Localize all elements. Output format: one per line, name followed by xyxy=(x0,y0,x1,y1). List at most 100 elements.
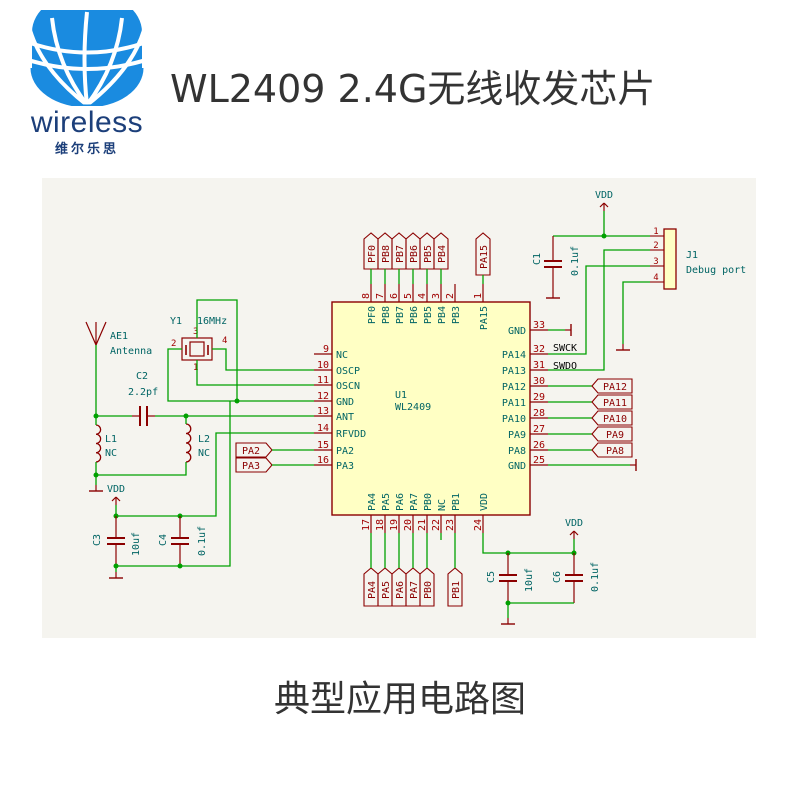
c5-value: 10uf xyxy=(524,568,535,592)
net-label-tag xyxy=(405,567,421,607)
vdd-label: VDD xyxy=(107,484,125,495)
net-label: PF0 xyxy=(367,245,378,263)
net-label-tag xyxy=(591,442,633,458)
c4-value: 0.1uf xyxy=(197,526,208,556)
vdd-symbol xyxy=(599,202,605,208)
wire xyxy=(212,348,314,371)
junction-dot xyxy=(177,563,183,569)
net-label: PB6 xyxy=(409,245,420,263)
pin-name: OSCP xyxy=(336,366,360,377)
pin-name: PA14 xyxy=(502,350,526,361)
pin-name: PA15 xyxy=(479,306,490,330)
brand-logo: wireless 维尔乐思 xyxy=(22,0,152,157)
net-label-tag xyxy=(391,567,407,607)
pin-name: PA4 xyxy=(367,493,378,511)
net-label-tag xyxy=(591,426,633,442)
pin-name: PA5 xyxy=(381,493,392,511)
l2-value: NC xyxy=(198,448,210,459)
logo-chinese-name: 维尔乐思 xyxy=(54,142,119,157)
pin-name: GND xyxy=(336,397,354,408)
net-label: PB5 xyxy=(423,245,434,263)
pin-number: 32 xyxy=(533,344,545,355)
schematic-diagram: U1WL24099NC10OSCP11OSCN12GND13ANT14RFVDD… xyxy=(42,178,756,638)
pin-name: PA9 xyxy=(508,430,526,441)
pin-name: PB5 xyxy=(423,306,434,324)
pin-name: PF0 xyxy=(367,306,378,324)
pin-number: 3 xyxy=(431,293,442,299)
pin-number: 15 xyxy=(317,440,329,451)
pin-number: 20 xyxy=(403,519,414,531)
connector-ref: J1 xyxy=(686,250,698,261)
pin-name: PB6 xyxy=(409,306,420,324)
junction-dot xyxy=(505,600,511,606)
vdd-symbol xyxy=(603,202,609,208)
net-label-tag xyxy=(447,567,463,607)
pin-name: NC xyxy=(437,499,448,511)
net-label: PA9 xyxy=(606,430,624,441)
net-label: PA10 xyxy=(603,414,627,425)
pin-name: PA13 xyxy=(502,366,526,377)
pin-number: 1 xyxy=(473,293,484,299)
l1-ref: L1 xyxy=(105,434,117,445)
crystal-element xyxy=(189,341,205,357)
pin-name: PA11 xyxy=(502,398,526,409)
crystal-value: 16MHz xyxy=(197,316,227,327)
wire xyxy=(167,348,314,402)
debug-connector-body xyxy=(663,228,677,290)
connector-pin-number: 3 xyxy=(653,257,658,267)
net-label: PA8 xyxy=(606,446,624,457)
page-title: WL2409 2.4G无线收发芯片 xyxy=(170,67,656,111)
net-label-tag xyxy=(591,394,633,410)
net-label: PB8 xyxy=(381,245,392,263)
pin-number: 4 xyxy=(417,293,428,299)
pin-name: PB4 xyxy=(437,306,448,324)
vdd-symbol xyxy=(115,496,121,502)
pin-name: VDD xyxy=(479,493,490,511)
c2-ref: C2 xyxy=(136,371,148,382)
net-label: PB0 xyxy=(423,581,434,599)
pin-name: RFVDD xyxy=(336,429,366,440)
pin-number: 9 xyxy=(323,344,329,355)
chip-ref: U1 xyxy=(395,390,407,401)
inductor-coil xyxy=(185,423,192,463)
pin-number: 7 xyxy=(375,293,386,299)
wire xyxy=(96,462,187,476)
crystal-pin-number: 4 xyxy=(222,336,227,346)
wire xyxy=(548,265,650,355)
pin-number: 11 xyxy=(317,375,329,386)
page-subtitle: 典型应用电路图 xyxy=(273,679,526,720)
chip-body xyxy=(331,301,531,516)
c2-value: 2.2pf xyxy=(128,387,158,398)
connector-pin-number: 4 xyxy=(653,273,658,283)
chip-value: WL2409 xyxy=(395,402,431,413)
net-label: PB4 xyxy=(437,245,448,263)
net-label: PA5 xyxy=(381,581,392,599)
c3-value: 10uf xyxy=(131,532,142,556)
pin-name: PA12 xyxy=(502,382,526,393)
pin-number: 31 xyxy=(533,360,545,371)
crystal-pin-number: 3 xyxy=(193,327,198,337)
pin-number: 2 xyxy=(445,293,456,299)
connector-pin-number: 2 xyxy=(653,241,658,251)
net-label: PA6 xyxy=(395,581,406,599)
connector-pin-number: 1 xyxy=(653,227,658,237)
pin-number: 6 xyxy=(389,293,400,299)
c4-ref: C4 xyxy=(158,534,169,546)
net-label: PA3 xyxy=(242,461,260,472)
vdd-label: VDD xyxy=(595,190,613,201)
pin-number: 10 xyxy=(317,360,329,371)
vdd-symbol xyxy=(573,530,579,536)
wire xyxy=(622,281,650,344)
c6-value: 0.1uf xyxy=(590,562,601,592)
net-label: PB7 xyxy=(395,245,406,263)
pin-number: 18 xyxy=(375,519,386,531)
vdd-symbol xyxy=(569,530,575,536)
pin-number: 16 xyxy=(317,455,329,466)
wire xyxy=(482,533,574,554)
c1-ref: C1 xyxy=(532,253,543,265)
pin-number: 26 xyxy=(533,440,545,451)
net-label: PB1 xyxy=(451,581,462,599)
net-label: PA11 xyxy=(603,398,627,409)
l1-value: NC xyxy=(105,448,117,459)
net-label-tag xyxy=(235,457,273,473)
